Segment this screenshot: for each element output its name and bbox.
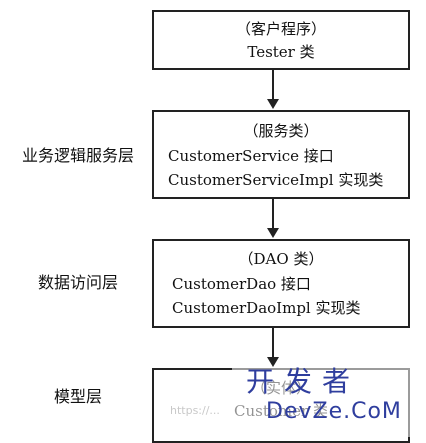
client-program-box: （客户程序） Tester 类 [152,10,410,70]
service-title: （服务类） [243,122,319,140]
dao-impl: CustomerDaoImpl 实现类 [172,299,361,317]
watermark-logo-bottom: DevZe.CoM [266,399,402,424]
watermark-logo-top: 开发者 [246,365,361,398]
client-class: Tester 类 [247,43,315,61]
model-layer-label: 模型层 [53,387,102,406]
watermark-backdrop [232,368,422,437]
service-interface: CustomerService 接口 [168,147,334,165]
dao-layer-label: 数据访问层 [37,273,118,292]
dao-interface: CustomerDao 接口 [172,275,311,293]
watermark-url: https://... [170,404,220,417]
client-title: （客户程序） [235,20,326,38]
service-layer-label: 业务逻辑服务层 [21,146,134,165]
service-impl: CustomerServiceImpl 实现类 [168,171,384,189]
service-class-box: （服务类） CustomerService 接口 CustomerService… [152,110,410,199]
dao-class-box: （DAO 类） CustomerDao 接口 CustomerDaoImpl 实… [152,239,410,328]
dao-title: （DAO 类） [238,250,324,268]
